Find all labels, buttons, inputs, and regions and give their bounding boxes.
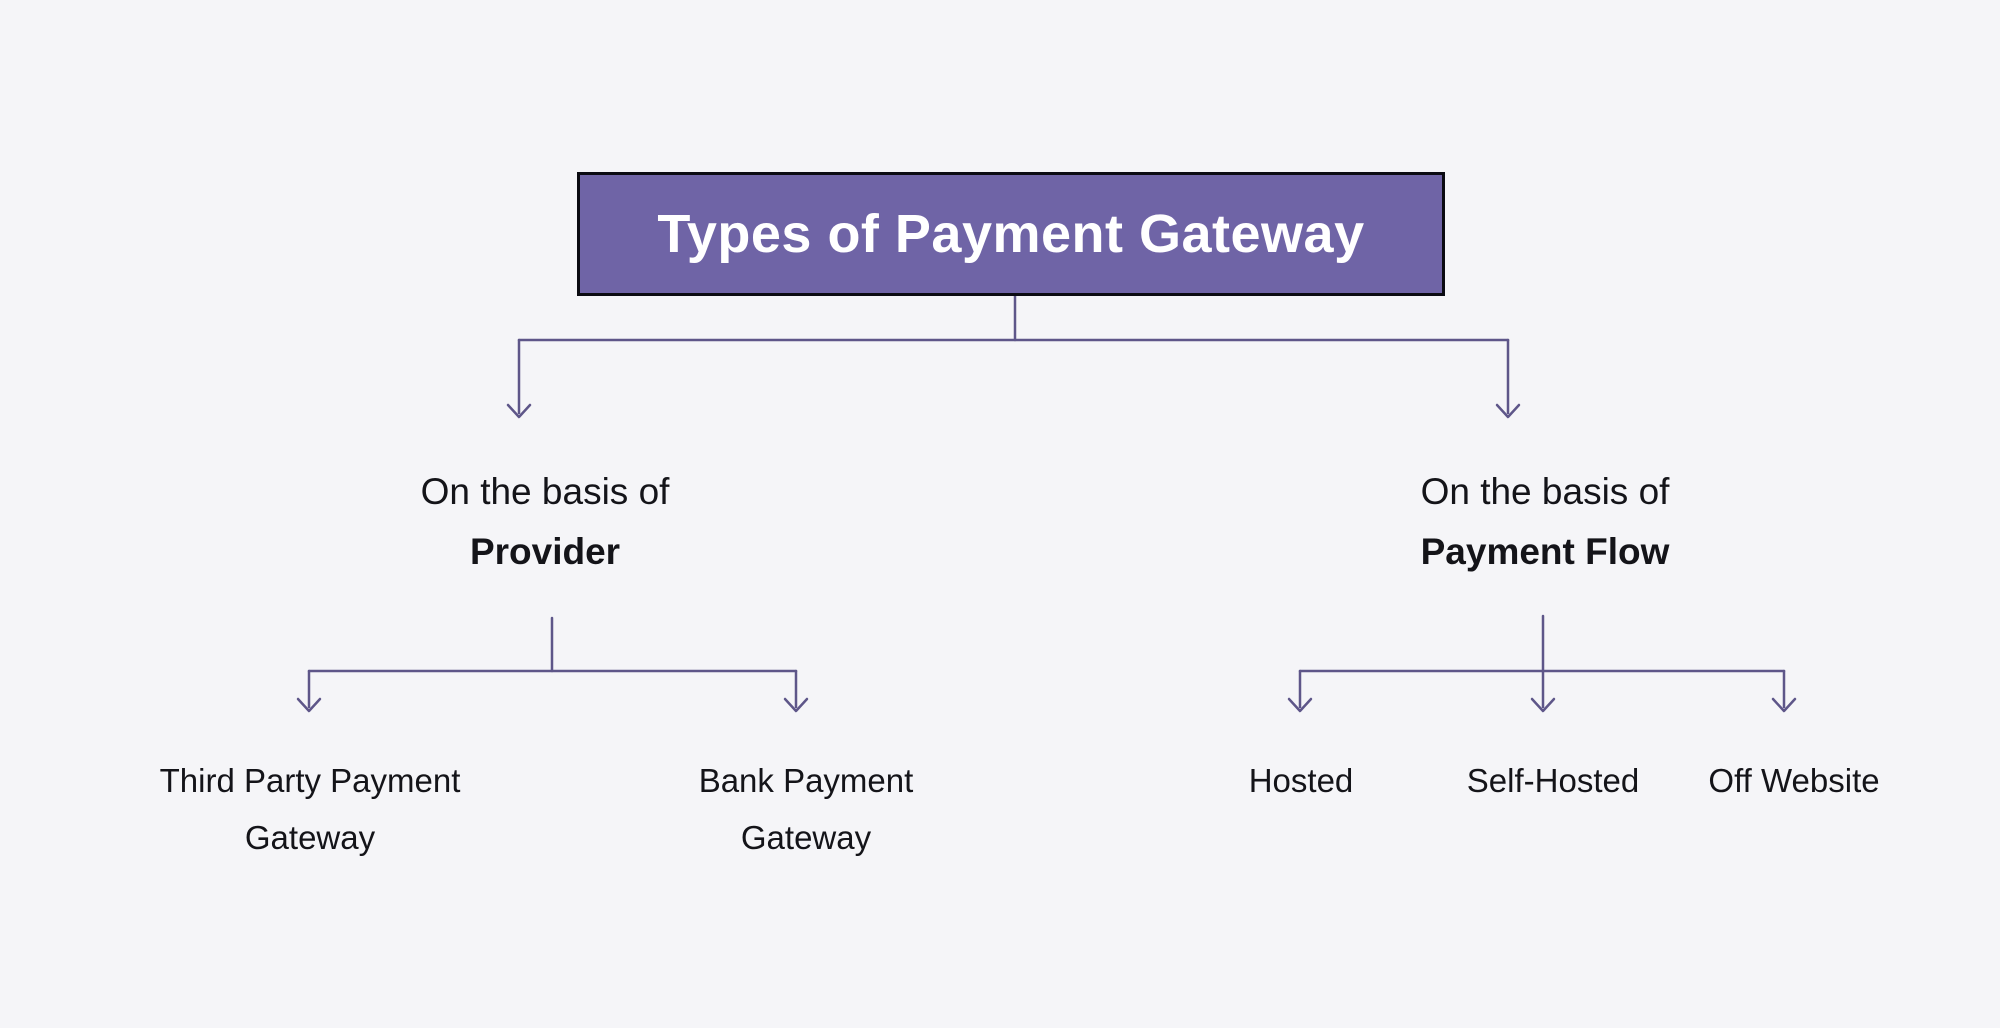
leaf-self-hosted: Self-Hosted [1466, 762, 1640, 799]
branch-prefix: On the basis of [1420, 471, 1670, 512]
arrowhead-icon [1287, 697, 1313, 713]
branch-node-payment-flow: On the basis of Payment Flow [1285, 462, 1805, 582]
arrowhead-icon [1771, 697, 1797, 713]
leaf-third-party-payment-gateway: Third Party Payment Gateway [159, 762, 461, 856]
branch-prefix: On the basis of [420, 471, 670, 512]
branch-name: Payment Flow [1420, 531, 1670, 572]
branch-name: Provider [469, 531, 621, 572]
payment-flow-connector [1287, 614, 1797, 713]
arrowhead-icon [1495, 403, 1521, 419]
leaf-bank-payment-gateway: Bank Payment Gateway [698, 762, 914, 856]
level1-connector [506, 291, 1521, 419]
arrowhead-icon [506, 403, 532, 419]
leaf-off-website: Off Website [1708, 762, 1880, 799]
arrowhead-icon [783, 697, 809, 713]
diagram-title: Types of Payment Gateway [657, 204, 1365, 264]
arrowhead-icon [1530, 697, 1556, 713]
root-node: Types of Payment Gateway [577, 172, 1445, 296]
provider-connector [296, 616, 809, 713]
branch-node-provider: On the basis of Provider [285, 462, 805, 582]
leaf-hosted: Hosted [1248, 762, 1354, 799]
arrowhead-icon [296, 697, 322, 713]
